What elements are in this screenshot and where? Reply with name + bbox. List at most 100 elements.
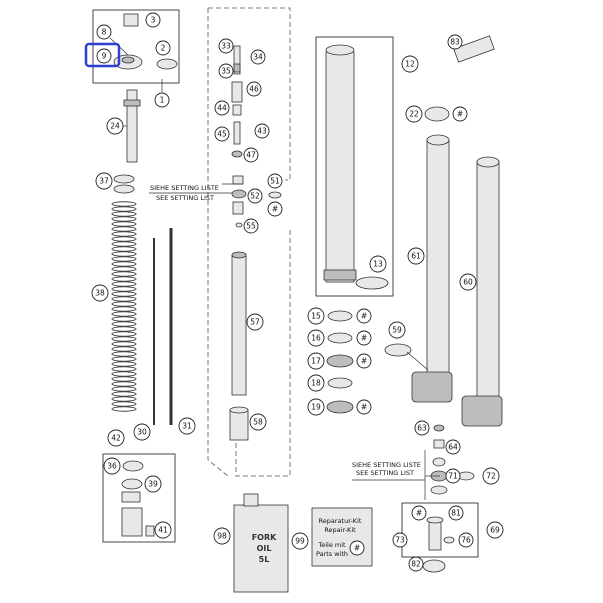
svg-text:64: 64 [448,443,458,452]
callout-35: 35 [218,63,234,79]
svg-text:55: 55 [246,222,256,231]
spring-coil [111,281,137,287]
part-52-a [232,175,244,185]
part-18-clip [327,377,353,389]
callout-24: 24 [106,117,124,135]
part-36-ring [122,460,144,472]
callout-17: 17 [307,352,325,370]
spring-coil [111,386,137,392]
callout-71: 71 [445,468,461,484]
svg-text:1: 1 [160,96,165,105]
part-12-box [315,36,394,297]
spring-coil [111,326,137,332]
svg-text:#: # [457,110,463,119]
part-39-ring [121,478,143,490]
svg-text:31: 31 [182,422,192,431]
callout-73: 73 [392,532,408,548]
spring-coil [111,271,137,277]
svg-text:12: 12 [405,60,415,69]
svg-text:72: 72 [486,472,496,481]
spring-coil [111,391,137,397]
part-19-seal [326,400,354,414]
cap-assembly-box [92,9,180,84]
svg-text:#: # [361,312,367,321]
svg-text:35: 35 [221,67,231,76]
part-71-a [432,457,446,467]
part-69-valve [428,519,442,551]
part-15-seal [327,310,353,322]
part-24-ring [123,99,141,107]
svg-text:99: 99 [295,537,305,546]
callout-30: 30 [133,423,151,441]
svg-text:61: 61 [411,252,421,261]
part-45-43-part [233,121,241,145]
spring-coil [111,266,137,272]
part-57-tube-top [231,251,247,259]
svg-text:17: 17 [311,357,321,366]
spring-coil [111,346,137,352]
svg-text:59: 59 [392,326,402,335]
callout-37: 37 [95,172,113,190]
svg-text:22: 22 [409,110,419,119]
svg-text:39: 39 [148,480,158,489]
svg-text:46: 46 [249,85,259,94]
callout-1: 1 [154,92,170,108]
svg-text:60: 60 [463,278,473,287]
part-16-seal [327,332,353,344]
callout-18: 18 [307,374,325,392]
callout-52: 52 [247,188,263,204]
svg-text:73: 73 [395,536,405,545]
svg-text:71: 71 [448,472,458,481]
callout-42: 42 [107,429,125,447]
hash-callout: # [452,106,468,122]
part-52-b [231,189,247,199]
svg-text:45: 45 [217,130,227,139]
dashed-assembly-bracket [207,7,291,477]
callout-12: 12 [401,55,419,73]
repair-kit-line1: Reparatur-Kit [319,517,362,525]
spring-coil [111,366,137,372]
svg-text:33: 33 [221,42,231,51]
svg-text:19: 19 [311,403,321,412]
svg-text:63: 63 [417,424,427,433]
svg-text:3: 3 [151,16,156,25]
spring-coil [111,371,137,377]
spring-coil [111,216,137,222]
spring-coil [111,286,137,292]
part-51-ring [268,191,282,199]
hash-callout: # [356,330,372,346]
svg-text:47: 47 [246,151,256,160]
spring-coil [111,331,137,337]
spring-coil [111,251,137,257]
callout-59: 59 [388,321,406,339]
svg-text:#: # [354,544,360,553]
callout-99: 99 [291,532,309,550]
callout-72: 72 [482,467,500,485]
setting-list-de-2: SIEHE SETTING LISTE [352,461,421,469]
part-60-tube [476,161,500,401]
setting-list-en-1: SEE SETTING LIST [156,194,214,202]
part-61-top [426,134,450,146]
callout-64: 64 [445,439,461,455]
svg-text:57: 57 [250,318,260,327]
part-98-oil-can-cap [243,493,259,507]
svg-text:13: 13 [373,260,383,269]
highlight-box-9[interactable] [84,42,121,68]
spring-coil [111,336,137,342]
part-61-axle-foot [411,371,453,403]
callout-16: 16 [307,329,325,347]
spring-coil [111,276,137,282]
svg-text:#: # [416,509,422,518]
svg-text:8: 8 [102,28,107,37]
svg-text:52: 52 [250,192,260,201]
part-12-tube-top [325,44,355,56]
callout-44: 44 [214,100,230,116]
hash-callout: # [349,540,365,556]
part-35-part [233,63,241,73]
svg-text:37: 37 [99,177,109,186]
spring-coil [111,341,137,347]
svg-text:16: 16 [311,334,321,343]
spring-coil [111,236,137,242]
svg-text:41: 41 [158,526,168,535]
